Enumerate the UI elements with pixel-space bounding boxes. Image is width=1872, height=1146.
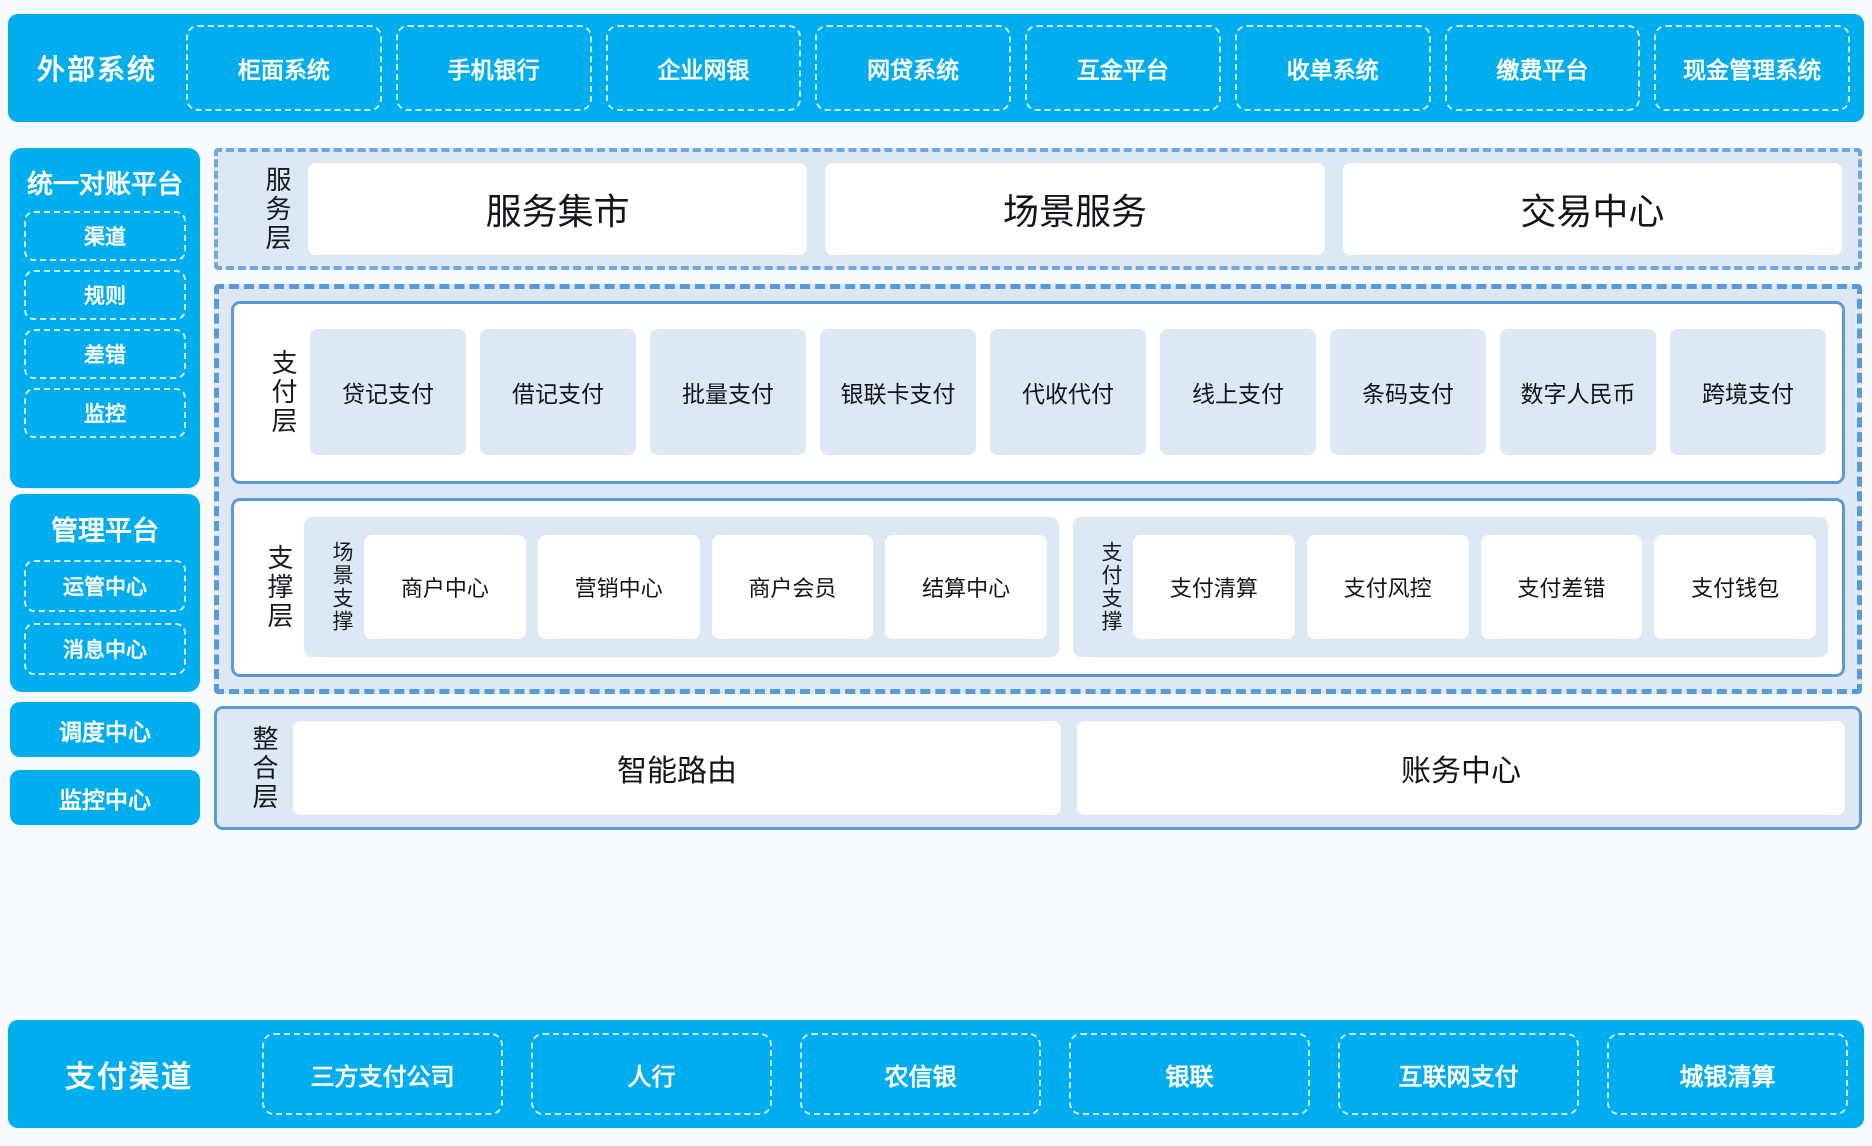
payment-item-debit[interactable]: 借记支付 bbox=[480, 329, 636, 456]
service-item-transaction-center[interactable]: 交易中心 bbox=[1342, 163, 1842, 255]
external-systems-bar: 外部系统 柜面系统 手机银行 企业网银 网贷系统 互金平台 收单系统 缴费平台 … bbox=[8, 14, 1864, 122]
support-layer-panel: 支撑层 场景支撑 商户中心 营销中心 商户会员 结算中心 支付支撑 支付清算 支… bbox=[231, 497, 1845, 677]
reconciliation-platform-title: 统一对账平台 bbox=[26, 169, 183, 199]
support-layer-label: 支撑层 bbox=[264, 543, 294, 631]
support-group-scenario: 场景支撑 商户中心 营销中心 商户会员 结算中心 bbox=[304, 517, 1059, 658]
payment-layer-panel: 支付层 贷记支付 借记支付 批量支付 银联卡支付 代收代付 线上支付 条码支付 … bbox=[231, 301, 1845, 484]
monitoring-center-box[interactable]: 监控中心 bbox=[10, 770, 200, 825]
management-platform-panel: 管理平台 运管中心 消息中心 bbox=[10, 494, 200, 692]
payment-layer-label: 支付层 bbox=[268, 348, 298, 436]
payment-item-collection-payment[interactable]: 代收代付 bbox=[990, 329, 1146, 456]
support-item-merchant-center[interactable]: 商户中心 bbox=[364, 535, 526, 640]
management-platform-title: 管理平台 bbox=[51, 516, 159, 546]
support-group-payment: 支付支撑 支付清算 支付风控 支付差错 支付钱包 bbox=[1073, 517, 1828, 658]
support-item-payment-clearing[interactable]: 支付清算 bbox=[1133, 535, 1295, 640]
channel-item-city-bank-clearing[interactable]: 城银清算 bbox=[1607, 1033, 1848, 1115]
integration-item-smart-routing[interactable]: 智能路由 bbox=[293, 721, 1061, 815]
recon-item-channel[interactable]: 渠道 bbox=[24, 211, 186, 261]
payment-channels-title: 支付渠道 bbox=[65, 1061, 193, 1094]
mgmt-item-operation-center[interactable]: 运管中心 bbox=[24, 560, 186, 612]
scheduling-center-box[interactable]: 调度中心 bbox=[10, 702, 200, 757]
service-item-scenario[interactable]: 场景服务 bbox=[825, 163, 1325, 255]
core-layers-zone: 支付层 贷记支付 借记支付 批量支付 银联卡支付 代收代付 线上支付 条码支付 … bbox=[214, 284, 1862, 694]
support-item-payment-wallet[interactable]: 支付钱包 bbox=[1654, 535, 1816, 640]
recon-item-monitor[interactable]: 监控 bbox=[24, 388, 186, 438]
integration-layer-panel: 整合层 智能路由 账务中心 bbox=[214, 706, 1862, 830]
external-system-item[interactable]: 收单系统 bbox=[1234, 25, 1431, 111]
recon-item-error[interactable]: 差错 bbox=[24, 329, 186, 379]
external-system-item[interactable]: 手机银行 bbox=[395, 25, 592, 111]
support-item-settlement-center[interactable]: 结算中心 bbox=[885, 535, 1047, 640]
support-group-scenario-label: 场景支撑 bbox=[330, 541, 353, 634]
support-item-payment-risk[interactable]: 支付风控 bbox=[1306, 535, 1469, 640]
support-item-marketing-center[interactable]: 营销中心 bbox=[537, 535, 700, 640]
external-system-item[interactable]: 企业网银 bbox=[605, 25, 802, 111]
payment-item-cross-border[interactable]: 跨境支付 bbox=[1670, 329, 1826, 456]
payment-item-digital-rmb[interactable]: 数字人民币 bbox=[1500, 329, 1656, 456]
payment-item-batch[interactable]: 批量支付 bbox=[650, 329, 806, 456]
channel-item-internet-payment[interactable]: 互联网支付 bbox=[1338, 1033, 1579, 1115]
support-group-payment-label: 支付支撑 bbox=[1099, 541, 1122, 634]
payment-item-online[interactable]: 线上支付 bbox=[1160, 329, 1316, 456]
payment-item-credit[interactable]: 贷记支付 bbox=[310, 329, 466, 456]
channel-item-unionpay[interactable]: 银联 bbox=[1069, 1033, 1310, 1115]
external-system-item[interactable]: 网贷系统 bbox=[815, 25, 1011, 111]
support-item-merchant-member[interactable]: 商户会员 bbox=[711, 535, 874, 640]
channel-item-third-party[interactable]: 三方支付公司 bbox=[262, 1033, 503, 1115]
external-systems-title: 外部系统 bbox=[36, 54, 157, 85]
external-system-item[interactable]: 柜面系统 bbox=[186, 25, 382, 111]
service-item-market[interactable]: 服务集市 bbox=[308, 163, 808, 255]
payment-item-unionpay-card[interactable]: 银联卡支付 bbox=[820, 329, 976, 456]
channel-item-pboc[interactable]: 人行 bbox=[531, 1033, 772, 1115]
reconciliation-platform-panel: 统一对账平台 渠道 规则 差错 监控 bbox=[10, 148, 200, 488]
external-system-item[interactable]: 现金管理系统 bbox=[1654, 25, 1850, 111]
service-layer-zone: 服务层 服务集市 场景服务 交易中心 bbox=[214, 148, 1862, 270]
integration-layer-label: 整合层 bbox=[249, 724, 279, 812]
payment-item-barcode[interactable]: 条码支付 bbox=[1330, 329, 1486, 456]
channel-item-rcc[interactable]: 农信银 bbox=[800, 1033, 1041, 1115]
external-system-item[interactable]: 缴费平台 bbox=[1444, 25, 1641, 111]
external-system-item[interactable]: 互金平台 bbox=[1025, 25, 1221, 111]
service-layer-label: 服务层 bbox=[262, 165, 292, 253]
payment-channels-bar: 支付渠道 三方支付公司 人行 农信银 银联 互联网支付 城银清算 bbox=[8, 1020, 1864, 1128]
integration-item-accounting-center[interactable]: 账务中心 bbox=[1077, 721, 1845, 815]
support-item-payment-error[interactable]: 支付差错 bbox=[1480, 535, 1643, 640]
recon-item-rule[interactable]: 规则 bbox=[24, 270, 186, 320]
mgmt-item-message-center[interactable]: 消息中心 bbox=[24, 623, 186, 675]
